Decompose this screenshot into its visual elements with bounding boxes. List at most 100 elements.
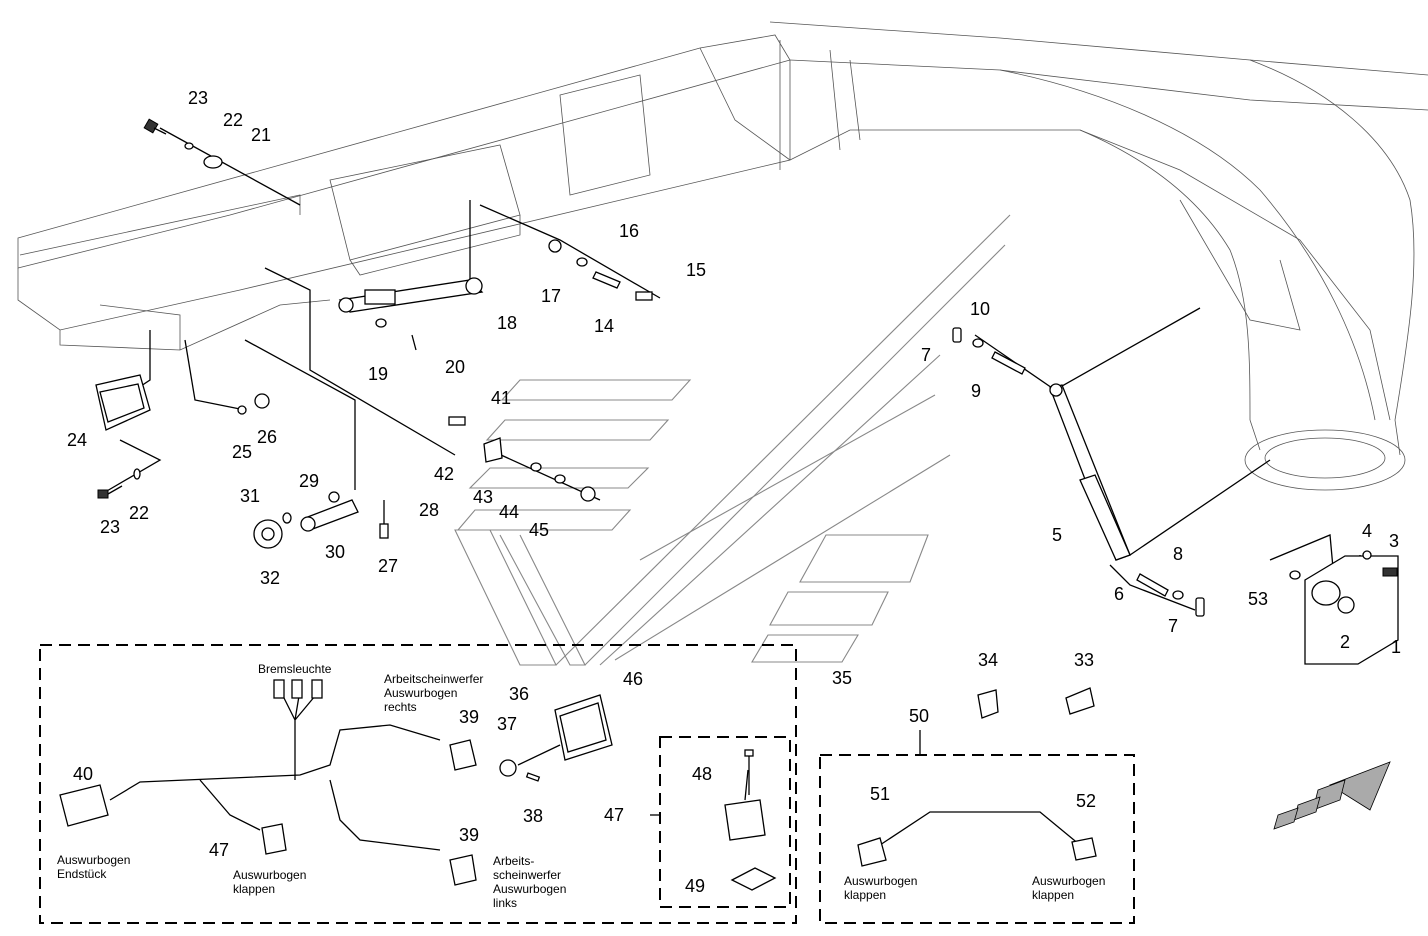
part-number: 9 [971,381,981,401]
label-klappen-a-line: Auswurbogen [233,868,306,882]
part-nut-45 [580,486,596,502]
part-bracket-42 [483,437,503,463]
part-number: 24 [67,430,87,450]
part-cylinder-18 [338,277,484,313]
part-number: 4 [1362,521,1372,541]
part-number-labels: 1 2 3 4 5 6 7 7 8 9 10 14 15 16 17 18 19… [67,88,1401,896]
leader-lines [99,127,1361,611]
machine-frame [17,21,1428,491]
part-number: 36 [509,684,529,704]
part-pin-9 [991,351,1026,375]
part-number: 21 [251,125,271,145]
part-number: 17 [541,286,561,306]
part-pin-14 [592,271,621,289]
part-number: 53 [1248,589,1268,609]
part-number: 25 [232,442,252,462]
part-number: 23 [100,517,120,537]
part-pin-6 [1136,573,1169,597]
part-lamp-46 [554,694,613,761]
part-number: 39 [459,825,479,845]
group-box-35 [39,644,797,924]
part-clip-33 [1065,687,1095,715]
part-number: 47 [604,805,624,825]
part-washer-8 [1172,590,1184,600]
part-washer-43 [530,462,542,472]
part-number: 16 [619,221,639,241]
leader-37 [517,744,561,766]
part-bolt-3 [1382,567,1398,577]
part-washer-44 [554,474,566,484]
part-clip-34 [977,689,999,719]
part-number: 18 [497,313,517,333]
label-arbeitsscheinwerfer-links-line: links [493,896,517,910]
label-arbeitsscheinwerfer-links-line: Arbeits- [493,854,534,868]
part-bulb-37 [499,759,517,777]
group-box-50 [819,754,1135,924]
part-pin-7a [952,327,962,343]
part-plate-1 [1304,555,1399,665]
part-washer-25 [237,405,247,415]
label-endstueck-line: Endstück [57,867,107,881]
part-strut-5 [1049,383,1131,561]
part-number: 3 [1389,531,1399,551]
part-number: 44 [499,502,519,522]
part-number: 1 [1391,637,1401,657]
label-klappen-b-line: klappen [844,888,886,902]
part-number: 15 [686,260,706,280]
part-number: 28 [419,500,439,520]
part-ring-21 [203,155,223,169]
part-number: 22 [223,110,243,130]
watermark-logo [454,214,1011,666]
part-number: 14 [594,316,614,336]
part-washer-29 [328,491,340,503]
part-lamp-24 [95,374,151,431]
part-number: 2 [1340,632,1350,652]
part-number: 20 [445,357,465,377]
part-number: 23 [188,88,208,108]
part-roller-32 [253,519,283,549]
part-number: 37 [497,714,517,734]
label-arbeitscheinwerfer-rechts-line: Arbeitscheinwerfer [384,672,483,686]
label-endstueck-line: Auswurbogen [57,853,130,867]
part-cable-50 [857,811,1097,867]
part-washer-4 [1362,550,1372,560]
part-number: 30 [325,542,345,562]
part-number: 35 [832,668,852,688]
part-washer-22b [133,468,141,480]
part-washer-53 [1289,570,1301,580]
label-arbeitscheinwerfer-rechts-line: Auswurbogen [384,686,457,700]
part-number: 7 [1168,616,1178,636]
part-number: 52 [1076,791,1096,811]
part-number: 47 [209,840,229,860]
part-nut-17 [548,239,562,253]
part-washer-16 [576,257,588,267]
part-number: 22 [129,503,149,523]
part-number: 34 [978,650,998,670]
part-washer-10 [972,338,984,348]
part-number: 5 [1052,525,1062,545]
label-arbeitsscheinwerfer-links-line: scheinwerfer [493,868,561,882]
part-number: 43 [473,487,493,507]
label-arbeitsscheinwerfer-links-line: Auswurbogen [493,882,566,896]
part-number: 39 [459,707,479,727]
direction-arrow-icon [1273,761,1391,830]
label-klappen-b-line: Auswurbogen [844,874,917,888]
part-pin-7b [1195,597,1205,617]
part-number: 41 [491,388,511,408]
part-bolt-23b [97,485,123,499]
part-number: 32 [260,568,280,588]
part-number: 19 [368,364,388,384]
part-fuse-38 [525,772,541,782]
part-washer-22 [184,142,194,150]
label-klappen-a-line: klappen [233,882,275,896]
part-number: 27 [378,556,398,576]
part-number: 40 [73,764,93,784]
part-number: 51 [870,784,890,804]
part-number: 31 [240,486,260,506]
part-number: 6 [1114,584,1124,604]
part-number: 45 [529,520,549,540]
part-seal-49 [730,867,777,891]
part-number: 48 [692,764,712,784]
